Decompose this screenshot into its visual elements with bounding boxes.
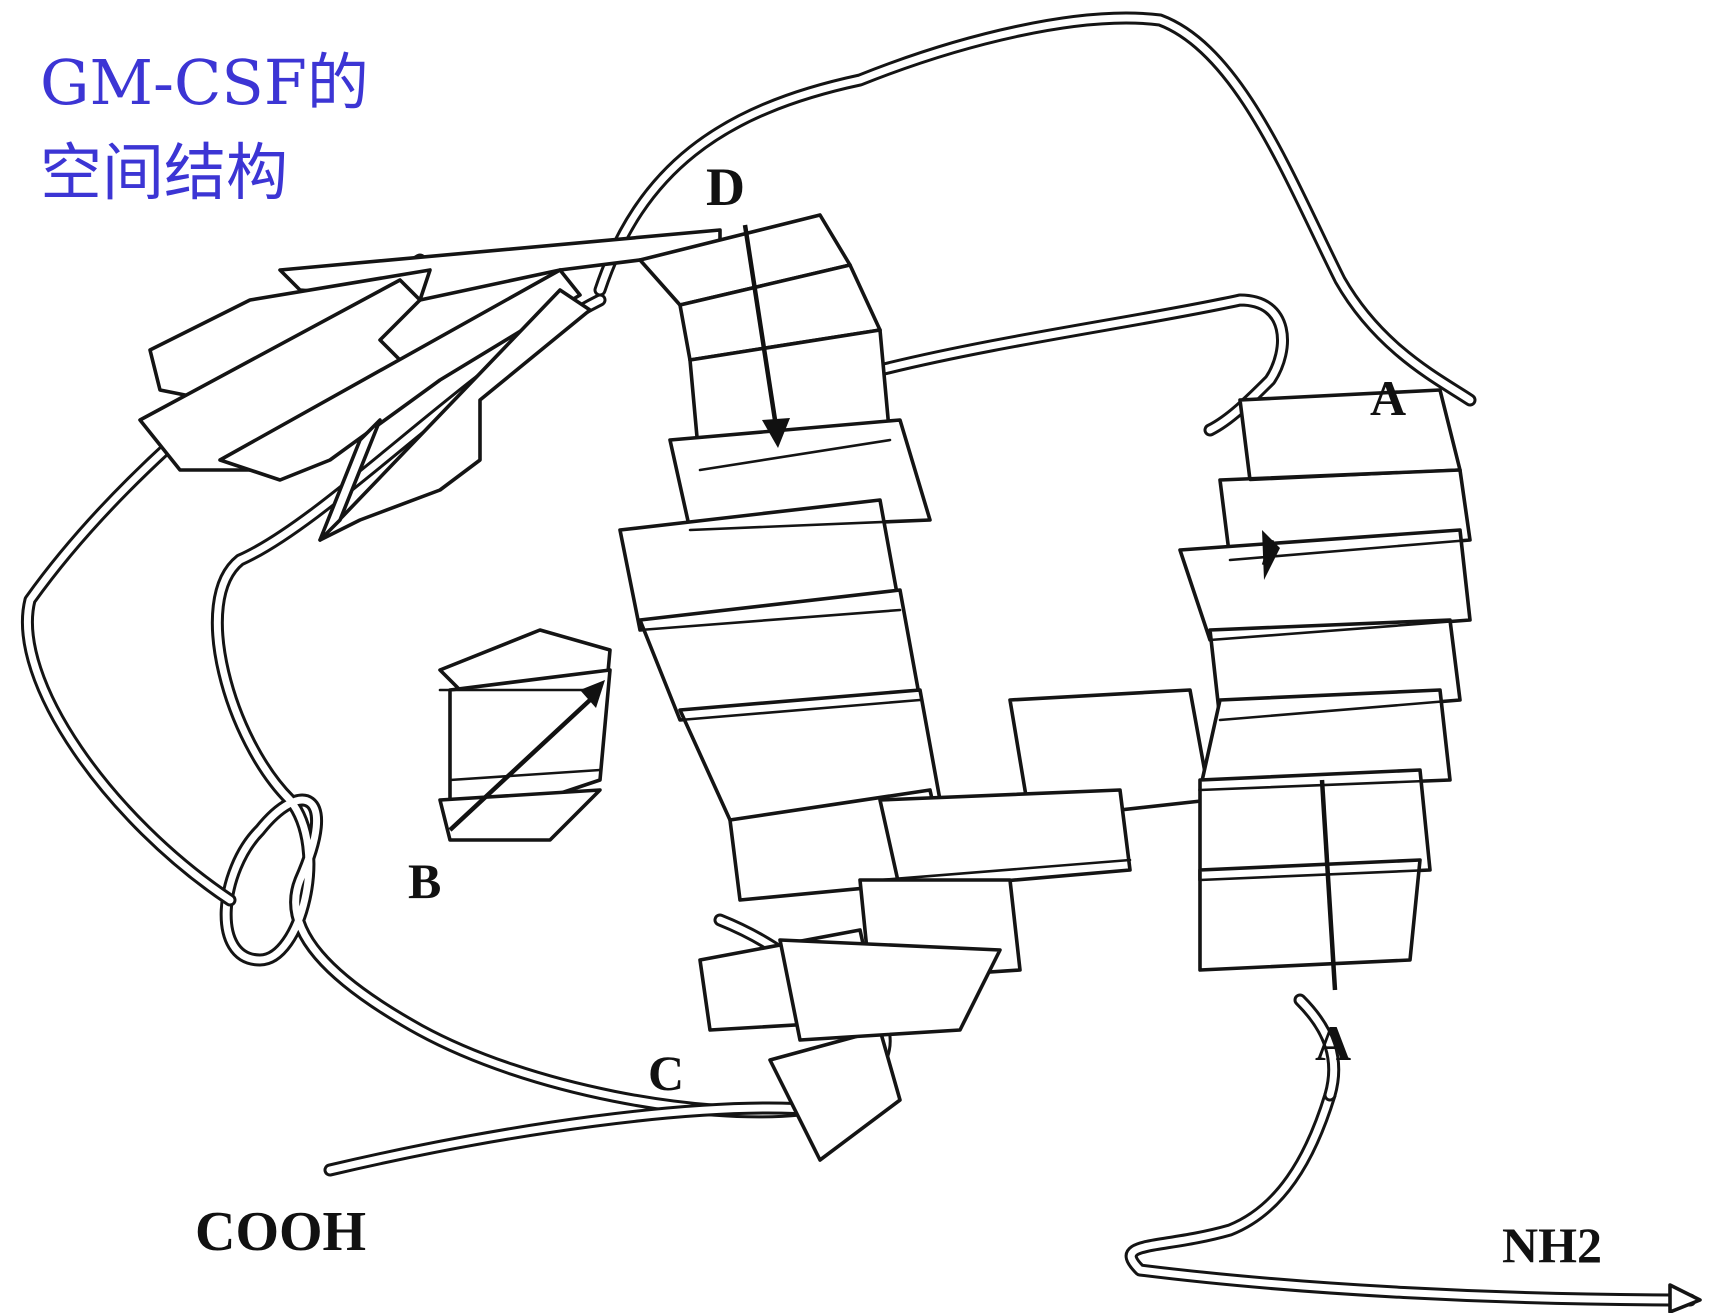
label-c-terminus: COOH [195,1201,366,1263]
label-helix-a-bottom: A [1315,1015,1351,1071]
label-n-terminus: NH2 [1502,1217,1602,1273]
helix-a [1180,390,1470,970]
n-terminal-arrow-head [1670,1285,1700,1312]
helix-c-turn-2 [880,790,1130,890]
helix-b [440,630,610,840]
helix-c-turn-4 [780,940,1000,1040]
beta-sheet [140,230,720,540]
helix-d-turn-10 [770,1030,900,1160]
label-helix-d: D [706,157,745,217]
label-helix-b: B [408,853,441,909]
n-terminal-tail [1131,1095,1690,1300]
loop-mid-b-to-c [880,300,1282,430]
label-helix-a-top: A [1370,370,1406,426]
helix-a-turn-1 [1240,390,1460,480]
label-helix-c: C [648,1045,684,1101]
